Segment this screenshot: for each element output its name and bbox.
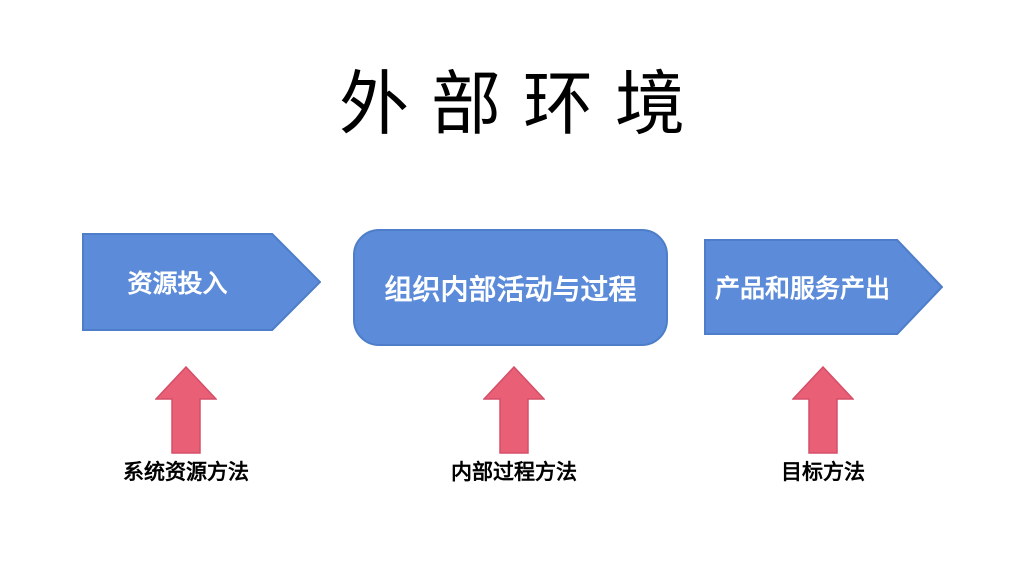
- flow-shape-label: 组织内部活动与过程: [384, 273, 637, 305]
- flow-shape-label: 资源投入: [127, 270, 228, 298]
- method-system-resource: 系统资源方法: [66, 366, 306, 486]
- method-label: 内部过程方法: [451, 461, 577, 484]
- flow-shape-internal-process: 组织内部活动与过程: [353, 229, 668, 346]
- pentagon-arrow-right-icon: [704, 239, 943, 335]
- flow-shape-label: 产品和服务产出: [714, 275, 890, 303]
- up-arrow-icon: [483, 366, 545, 454]
- up-arrow-icon: [792, 366, 854, 454]
- method-label: 系统资源方法: [123, 461, 249, 484]
- flow-shape-resource-input: 资源投入: [82, 233, 321, 331]
- flow-shape-product-output: 产品和服务产出: [704, 239, 943, 335]
- method-internal-process: 内部过程方法: [394, 366, 634, 486]
- slide-title: 外部环境: [339, 65, 707, 143]
- pentagon-arrow-right-icon: [82, 233, 321, 331]
- method-label: 目标方法: [781, 461, 865, 484]
- method-goal: 目标方法: [703, 366, 943, 486]
- up-arrow-icon: [155, 366, 217, 454]
